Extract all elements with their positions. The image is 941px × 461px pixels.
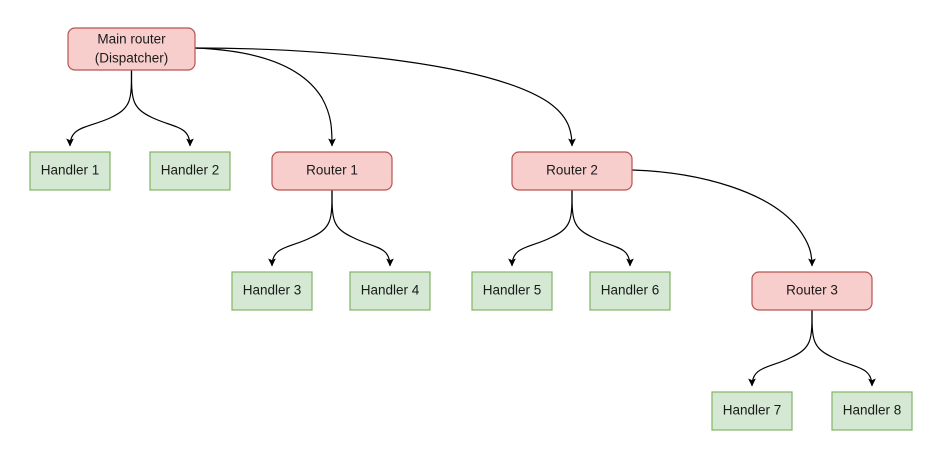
edge-router-3-to-handler-8 <box>811 309 876 387</box>
node-router-2[interactable]: Router 2 <box>511 151 633 191</box>
edge-router-3-to-handler-7 <box>748 309 813 387</box>
node-handler-4[interactable]: Handler 4 <box>349 271 431 311</box>
router-2-label: Router 2 <box>546 163 598 178</box>
edge-main-to-router-2 <box>194 47 576 147</box>
handler-2-shape[interactable] <box>149 151 231 191</box>
node-handler-1[interactable]: Handler 1 <box>29 151 111 191</box>
handler-2-label: Handler 2 <box>161 163 220 178</box>
router-2-shape[interactable] <box>511 151 633 191</box>
node-router-3[interactable]: Router 3 <box>751 271 873 311</box>
edge-router-2-to-handler-6 <box>571 189 634 267</box>
edge-main-to-router-1 <box>194 47 336 147</box>
edge-router-2-to-router-3 <box>631 169 816 267</box>
edges-layer <box>66 47 876 387</box>
handler-7-shape[interactable] <box>711 391 793 431</box>
node-handler-6[interactable]: Handler 6 <box>589 271 671 311</box>
router-3-shape[interactable] <box>751 271 873 311</box>
edge-router-1-to-handler-4 <box>331 189 394 267</box>
node-router-1[interactable]: Router 1 <box>271 151 393 191</box>
handler-1-shape[interactable] <box>29 151 111 191</box>
handler-5-label: Handler 5 <box>483 283 542 298</box>
main-router-sublabel: (Dispatcher) <box>95 51 169 66</box>
edge-main-to-handler-2 <box>130 69 194 147</box>
handler-3-label: Handler 3 <box>243 283 302 298</box>
main-router-shape[interactable] <box>67 27 196 71</box>
handler-8-label: Handler 8 <box>843 403 902 418</box>
node-handler-2[interactable]: Handler 2 <box>149 151 231 191</box>
router-3-label: Router 3 <box>786 283 838 298</box>
node-handler-7[interactable]: Handler 7 <box>711 391 793 431</box>
handler-5-shape[interactable] <box>471 271 553 311</box>
main-router-label: Main router <box>97 32 166 47</box>
handler-8-shape[interactable] <box>831 391 913 431</box>
node-handler-8[interactable]: Handler 8 <box>831 391 913 431</box>
handler-7-label: Handler 7 <box>723 403 782 418</box>
handler-6-shape[interactable] <box>589 271 671 311</box>
handler-4-shape[interactable] <box>349 271 431 311</box>
handler-6-label: Handler 6 <box>601 283 660 298</box>
node-main-router[interactable]: Main router (Dispatcher) <box>67 27 196 71</box>
node-handler-3[interactable]: Handler 3 <box>231 271 313 311</box>
handler-1-label: Handler 1 <box>41 163 100 178</box>
handler-3-shape[interactable] <box>231 271 313 311</box>
edge-router-2-to-handler-5 <box>508 189 573 267</box>
router-1-shape[interactable] <box>271 151 393 191</box>
router-1-label: Router 1 <box>306 163 358 178</box>
edge-router-1-to-handler-3 <box>268 189 333 267</box>
nodes-layer: Main router (Dispatcher) Handler 1 Handler … <box>29 27 913 431</box>
node-handler-5[interactable]: Handler 5 <box>471 271 553 311</box>
handler-4-label: Handler 4 <box>361 283 420 298</box>
edge-main-to-handler-1 <box>66 69 133 147</box>
